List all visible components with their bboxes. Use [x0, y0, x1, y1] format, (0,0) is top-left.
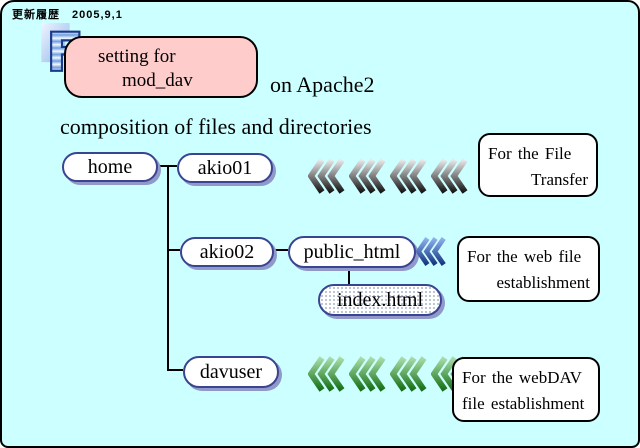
annotation-web-file-line2: establishment	[496, 273, 590, 292]
annotation-web-file: For the web file establishment	[457, 236, 600, 302]
page-heading: composition of files and directories	[60, 114, 372, 139]
connector-trunk-vertical	[167, 165, 169, 371]
node-akio01: akio01	[177, 153, 273, 183]
annotation-file-transfer-line2: Transfer	[531, 170, 588, 189]
node-index-html: index.html	[318, 284, 442, 316]
node-index-html-label: index.html	[336, 288, 424, 311]
title-suffix: on Apache2	[270, 72, 375, 97]
annotation-webdav-line2: file establishment	[462, 394, 585, 413]
title-badge: setting for mod_dav	[64, 36, 258, 98]
annotation-web-file-line1: For the web file	[467, 247, 582, 266]
node-home: home	[62, 152, 158, 182]
node-akio02-label: akio02	[199, 240, 255, 263]
annotation-webdav: For the webDAV file establishment	[452, 357, 600, 422]
update-history-note: 更新履歴 2005,9,1	[12, 9, 123, 21]
annotation-file-transfer: For the File Transfer	[478, 133, 598, 197]
connector-akio02-stub	[167, 249, 180, 251]
connector-davuser-stub	[167, 369, 183, 371]
chevrons-left-blue-icon	[416, 236, 447, 267]
connector-home-trunk	[154, 165, 177, 167]
node-public-html: public_html	[288, 236, 416, 268]
chevrons-left-green-icon	[308, 355, 469, 393]
title-badge-line1: setting for	[98, 46, 176, 67]
node-akio01-label: akio01	[197, 156, 253, 179]
connector-akio02-publichtml	[270, 249, 288, 251]
node-davuser-label: davuser	[199, 360, 263, 383]
node-home-label: home	[87, 155, 133, 178]
node-davuser: davuser	[183, 356, 279, 388]
node-akio02: akio02	[180, 237, 274, 267]
title-badge-line2: mod_dav	[122, 70, 193, 91]
annotation-webdav-line1: For the webDAV	[462, 368, 582, 387]
connector-publichtml-indexhtml	[348, 264, 350, 284]
chevrons-left-grey-icon	[308, 157, 469, 195]
annotation-file-transfer-line1: For the File	[488, 144, 572, 163]
node-public-html-label: public_html	[303, 240, 401, 263]
